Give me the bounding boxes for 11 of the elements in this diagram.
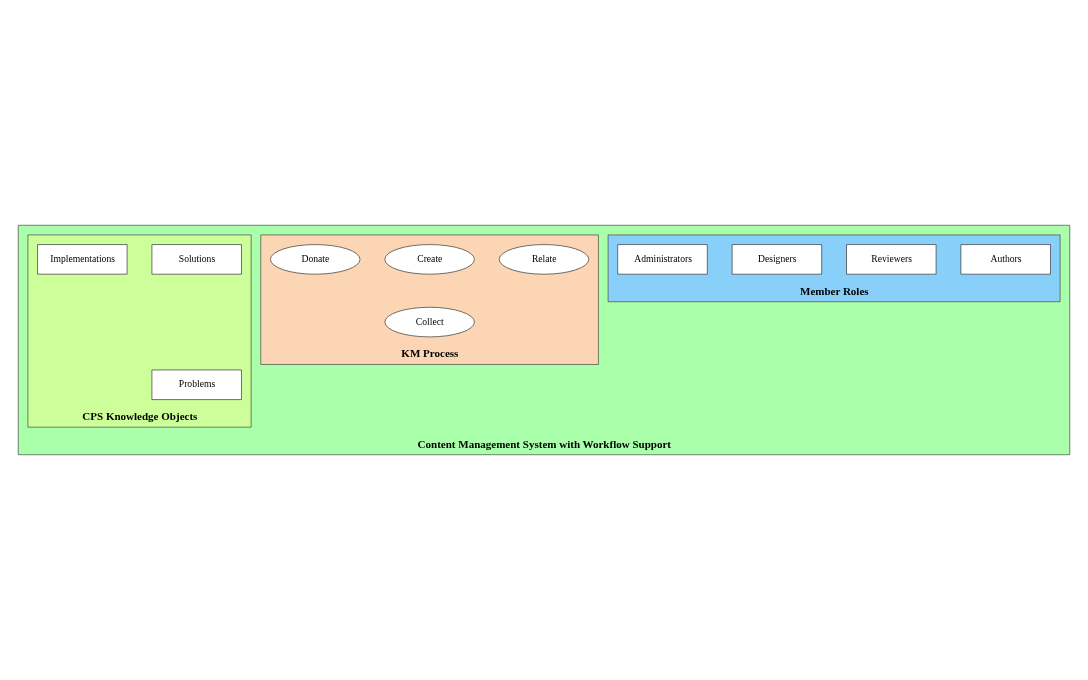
node-ellipse: Collect [384, 306, 475, 338]
node-box: Authors [960, 244, 1051, 275]
node-box: Administrators [617, 244, 708, 275]
node-ellipse: Create [384, 244, 475, 275]
node-box: Problems [151, 369, 242, 400]
node-ellipse: Relate [498, 244, 590, 275]
node-ellipse: Donate [270, 244, 361, 275]
node-box: Reviewers [846, 244, 937, 275]
node-box: Solutions [151, 244, 242, 275]
node-box: Implementations [37, 244, 128, 275]
node-box: Designers [731, 244, 823, 275]
